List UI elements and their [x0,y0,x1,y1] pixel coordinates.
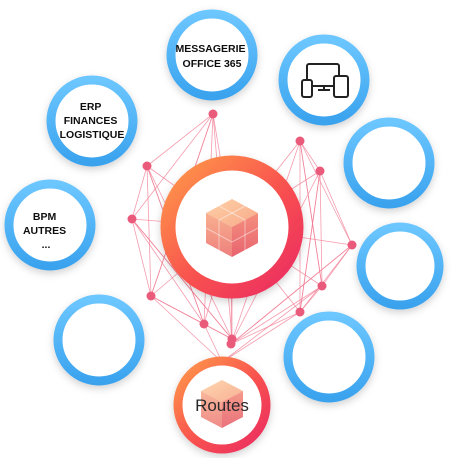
satellite-empty [283,311,375,403]
connector-line [299,140,353,246]
connector-node [315,166,325,176]
connector-node [295,136,305,146]
svg-text:MESSAGERIE OFFICE 365: MESSAGERIE OFFICE 365 [176,43,249,70]
satellite-empty [356,222,444,310]
satellite-label-line: MESSAGERIE [176,43,246,55]
satellite-label-line: LOGISTIQUE [60,129,125,141]
connector-line [131,218,205,325]
connector-line [221,311,301,363]
satellite-empty [343,117,435,209]
connector-line [299,140,323,287]
satellite-empty [53,294,145,386]
connector-node [142,161,152,171]
satellite-label-line: ... [42,239,51,251]
connector-line [299,285,323,313]
svg-text:ERP FINANCES LOGIS: ERP FINANCES LOGISTIQUE [60,101,125,141]
svg-text:BPM AUTRES ...: BPM AUTRES ... [23,211,69,251]
satellite-label-line: OFFICE 365 [183,58,242,70]
connector-node [226,339,236,349]
connector-node [317,281,327,291]
connector-node [127,214,137,224]
connector-line [230,244,353,345]
connector-line [131,218,152,297]
connector-line [131,165,148,220]
connector-line [319,170,323,287]
satellite-bpm: BPM AUTRES ... [4,179,96,271]
connector-line [299,244,353,313]
routes-label: Routes [195,396,249,415]
connector-line [131,218,233,340]
devices-icon [301,63,349,98]
connector-node [295,307,305,317]
satellite-erp: ERP FINANCES LOGISTIQUE [46,75,138,167]
satellite-label-line: FINANCES [64,115,118,127]
connector-node [146,291,156,301]
connector-node [208,109,218,119]
routes-node: Routes [173,356,271,454]
connector-node [199,319,209,329]
satellite-label-line: BPM [33,211,57,223]
connector-node [347,240,357,250]
connector-line [150,295,223,363]
connector-line [230,285,323,345]
cube-icon [205,199,259,257]
connector-line [203,323,233,340]
connector-line [203,323,223,363]
central-hub [160,155,304,299]
connector-line [131,113,214,220]
cube-icon [201,380,243,428]
connector-line [319,170,353,246]
connector-line [299,140,321,172]
satellite-messagerie: MESSAGERIE OFFICE 365 [166,9,258,101]
connector-line [146,165,152,297]
satellite-label-line: AUTRES [23,225,66,237]
connector-line [230,311,301,345]
connector-line [221,285,323,363]
connector-line [299,170,321,313]
connector-line [146,113,214,167]
satellite-label-line: ERP [80,101,102,113]
satellite-devices [278,34,370,126]
connector-nodes [127,109,357,349]
